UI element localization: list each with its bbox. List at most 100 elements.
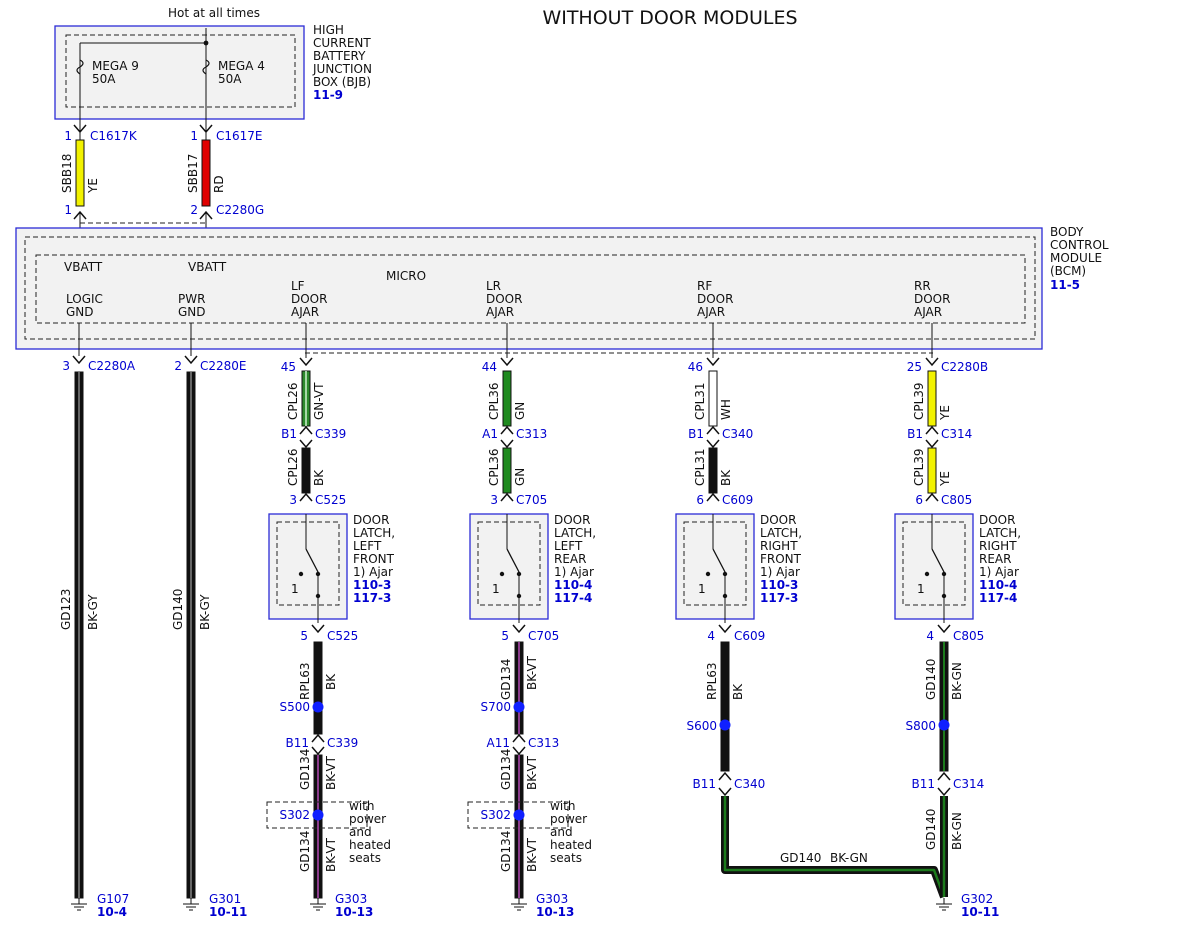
door-3-out-conn: C805	[953, 629, 984, 643]
ground-wire-1-ground: G301	[209, 892, 241, 906]
door-0-switch-num: 1	[291, 582, 299, 596]
door-0-bcm-pin: 45	[281, 360, 296, 374]
door-3-latch-name-3: REAR	[979, 552, 1011, 566]
door-1-switch-node	[516, 593, 522, 599]
door-3-out-arrow	[937, 624, 951, 634]
door-3-latch-inner	[902, 521, 966, 606]
door-2-ret-circuit: RPL63	[705, 662, 719, 700]
bcm-input-3-line3: AJAR	[486, 305, 514, 319]
door-2-mid-conn: C340	[722, 427, 753, 441]
door-1-seat-splice-icon	[513, 809, 525, 821]
ground-wire-0-ground: G107	[97, 892, 129, 906]
door-2-switch-blade-icon	[712, 548, 726, 573]
door-2-ret-conn: C340	[734, 777, 765, 791]
fuse-mega9-rating: 50A	[92, 72, 116, 86]
door-0-seat-note-3: heated	[349, 838, 391, 852]
door-0-ground: G303	[335, 892, 367, 906]
sbb17-pin-top: 1	[190, 129, 198, 143]
ground-wire-1-ref: 10-11	[209, 905, 247, 919]
door-0-ajar: 1) Ajar	[353, 565, 393, 579]
door-1-out-pin: 5	[501, 629, 509, 643]
door-2-mid-arrow-down	[706, 439, 720, 449]
door-1-ret-arrow-up	[512, 733, 526, 743]
bjb-name-1: HIGH	[313, 23, 344, 37]
door-2-latch-conn: C609	[722, 493, 753, 507]
door-0-gd-circuit: GD134	[298, 749, 312, 790]
door-1-seat-note-2: and	[550, 825, 573, 839]
sbb18-circuit: SBB18	[60, 154, 74, 193]
door-0-latch-conn: C525	[315, 493, 346, 507]
door-3-bcm-conn: C2280B	[941, 360, 988, 374]
door-3-ground-icon	[936, 898, 952, 911]
door-2-mid-arrow-up	[706, 425, 720, 435]
door-3-ref2: 117-4	[979, 591, 1017, 605]
door-0-splice: S500	[279, 700, 310, 714]
door-0-switch-node	[315, 593, 321, 599]
door-1-switch-open-contact	[499, 571, 505, 577]
door-0-mid-arrow-up	[299, 425, 313, 435]
bcm-input-5-line3: AJAR	[914, 305, 942, 319]
bcm-module: MICRO VBATT VBATT BODY CONTROL MODULE (B…	[15, 225, 1109, 350]
door-2-color1: WH	[719, 399, 733, 420]
bcm-input-4-line2: DOOR	[697, 292, 733, 306]
door-0-ref1: 110-3	[353, 578, 391, 592]
door-2-latch-name-1: LATCH,	[760, 526, 802, 540]
door-0-circuit1: CPL26	[286, 382, 300, 420]
door-0-latch-pin: 3	[289, 493, 297, 507]
door-2-color2: BK	[719, 469, 733, 486]
bcm-input-3-line2: DOOR	[486, 292, 522, 306]
ground-wire-1-conn: C2280E	[200, 359, 247, 373]
door-1-latch-conn: C705	[516, 493, 547, 507]
sbb18-color: YE	[86, 178, 100, 194]
bcm-input-0-line1: LOGIC	[66, 292, 103, 306]
door-1-gd2-circuit: GD134	[499, 831, 513, 872]
door-0-wire2	[301, 447, 311, 494]
door-0-seat-note-2: and	[349, 825, 372, 839]
door-3-color2: YE	[938, 471, 952, 487]
door-0-out-conn: C525	[327, 629, 358, 643]
fuse-mega4-rating: 50A	[218, 72, 242, 86]
door-3-gd2-circuit: GD140	[924, 809, 938, 850]
door-2-latch-pin: 6	[696, 493, 704, 507]
door-1-mid-arrow-up	[500, 425, 514, 435]
door-0-gd2-color: BK-VT	[324, 837, 338, 872]
door-1-gref: 10-13	[536, 905, 574, 919]
ground-wire-0-ref: 10-4	[97, 905, 127, 919]
door-3-latch-name-1: LATCH,	[979, 526, 1021, 540]
door-2-latch-name-2: RIGHT	[760, 539, 798, 553]
door-0-color1: GN-VT	[312, 382, 326, 420]
door-3-out-pin: 4	[926, 629, 934, 643]
door-0-seat-splice-icon	[312, 809, 324, 821]
door-3-latch-conn: C805	[941, 493, 972, 507]
door-1-gd2-color: BK-VT	[525, 837, 539, 872]
door-1-latch-name-1: LATCH,	[554, 526, 596, 540]
door-0-ret-circuit: RPL63	[298, 662, 312, 700]
door-1-gd-wire	[514, 754, 524, 899]
door-3-bcm-arrow	[925, 357, 939, 367]
ground-wire-0-ground-icon	[71, 898, 87, 911]
ground-wire-1-ground-icon	[183, 898, 199, 911]
diagram-title: WITHOUT DOOR MODULES	[542, 7, 797, 29]
door-0-latch-name-2: LEFT	[353, 539, 382, 553]
door-1-ret-circuit: GD134	[499, 659, 513, 700]
door-0-circuit2: CPL26	[286, 448, 300, 486]
door-1-latch-box	[469, 513, 549, 620]
door-2-out-arrow	[718, 624, 732, 634]
door-2-latch-inner	[683, 521, 747, 606]
feed-wire-sbb18: 1 C1617K SBB18 YE 1	[60, 124, 138, 250]
door-3-circuit1: CPL39	[912, 382, 926, 420]
door-0-ret-conn: C339	[327, 736, 358, 750]
fuse-mega9-icon	[76, 59, 84, 75]
door-3-ret-circuit: GD140	[924, 659, 938, 700]
door-3-splice: S800	[905, 719, 936, 733]
door-0-ret-arrow-up	[311, 733, 325, 743]
fuse-mega4-name: MEGA 4	[218, 59, 265, 73]
door-0-ret-color: BK	[324, 673, 338, 690]
door-1-gd-circuit: GD134	[499, 749, 513, 790]
door-3-gd2-color: BK-GN	[950, 812, 964, 850]
door-2-ref1: 110-3	[760, 578, 798, 592]
door-1-out-conn: C705	[528, 629, 559, 643]
bottom-wire-circuit: GD140	[780, 851, 821, 865]
door-1-ret-conn: C313	[528, 736, 559, 750]
